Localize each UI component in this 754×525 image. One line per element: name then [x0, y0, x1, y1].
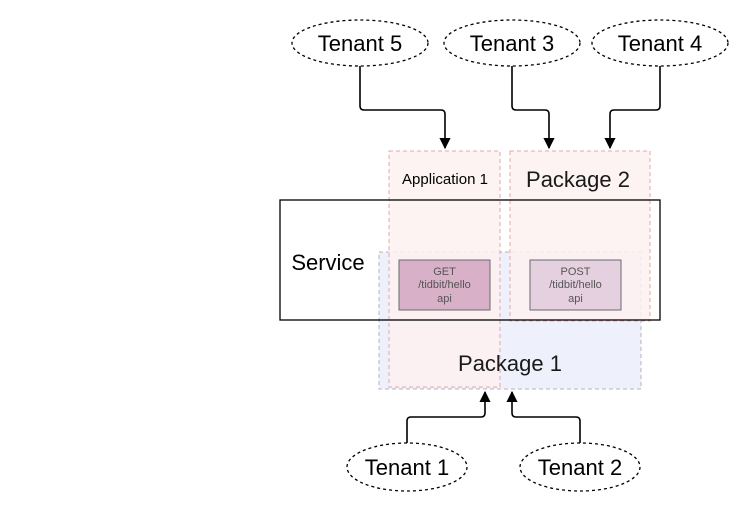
get-endpoint-box — [398, 259, 491, 311]
tenant-5-label: Tenant 5 — [318, 31, 402, 56]
tenant1-to-package1-arrow — [406, 390, 491, 443]
tenant3-to-package2-arrow — [511, 66, 555, 150]
tenant-3-label: Tenant 3 — [470, 31, 554, 56]
package-2-label: Package 2 — [526, 167, 630, 192]
post-method-label: POST — [561, 266, 591, 278]
get-path-label: /tidbit/hello — [418, 279, 471, 291]
tenant-1-label: Tenant 1 — [365, 455, 449, 480]
tenant-2-label: Tenant 2 — [538, 455, 622, 480]
tenant2-to-package1-arrow — [506, 390, 581, 443]
tenant-3-ellipse — [443, 19, 581, 67]
application-1-label: Application 1 — [402, 171, 488, 188]
post-endpoint-box — [529, 259, 622, 311]
get-suffix-label: api — [437, 293, 452, 305]
service-box — [279, 199, 661, 321]
tenant-4-ellipse — [591, 19, 729, 67]
post-suffix-label: api — [568, 293, 583, 305]
package-1-label: Package 1 — [458, 351, 562, 376]
tenant-2-ellipse — [519, 442, 641, 492]
tenant-4-label: Tenant 4 — [618, 31, 702, 56]
post-path-label: /tidbit/hello — [549, 279, 602, 291]
tenant-1-ellipse — [346, 442, 468, 492]
tenant-5-ellipse — [291, 19, 429, 67]
get-method-label: GET — [433, 266, 456, 278]
tenant4-to-package2-arrow — [604, 66, 661, 150]
tenant5-to-application1-arrow — [359, 66, 451, 150]
service-label: Service — [291, 250, 364, 275]
